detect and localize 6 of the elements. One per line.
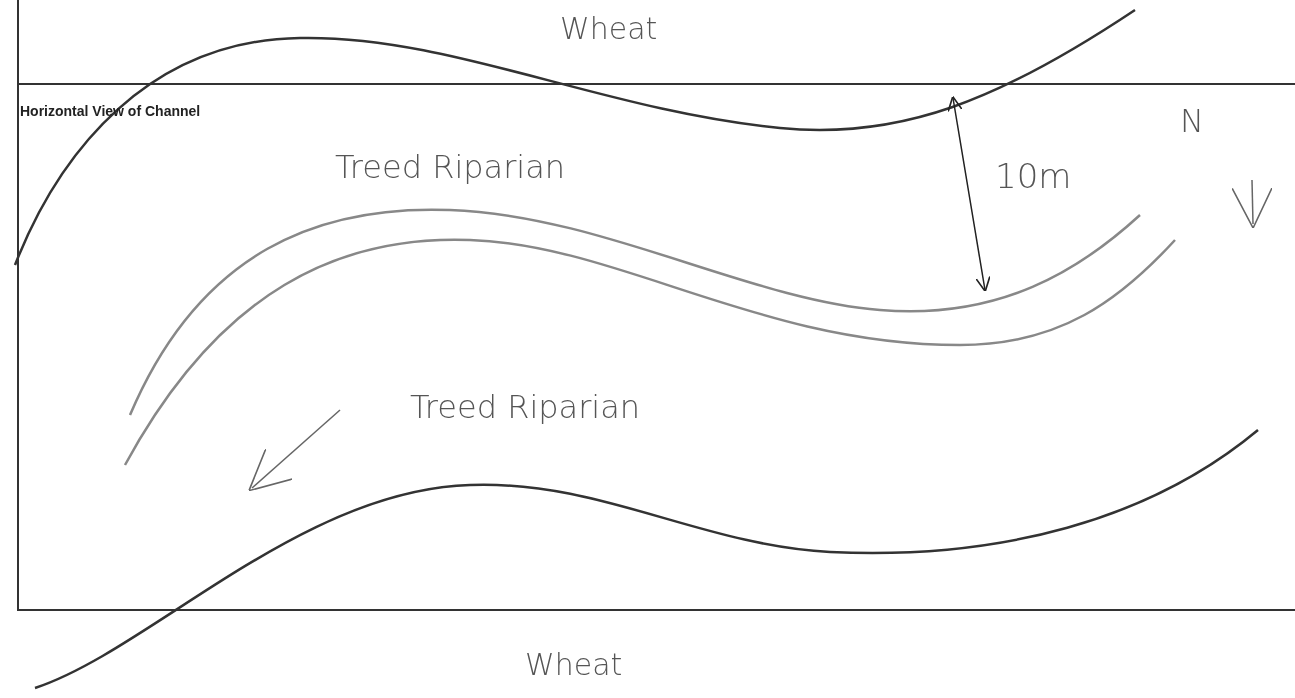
area-label: Treed Riparian <box>335 150 566 186</box>
area-label: Wheat <box>560 12 658 45</box>
area-label: Treed Riparian <box>410 390 641 426</box>
dimension-label: 10m <box>995 158 1072 196</box>
north-label: N <box>1180 104 1204 140</box>
area-label: Wheat <box>525 648 623 681</box>
